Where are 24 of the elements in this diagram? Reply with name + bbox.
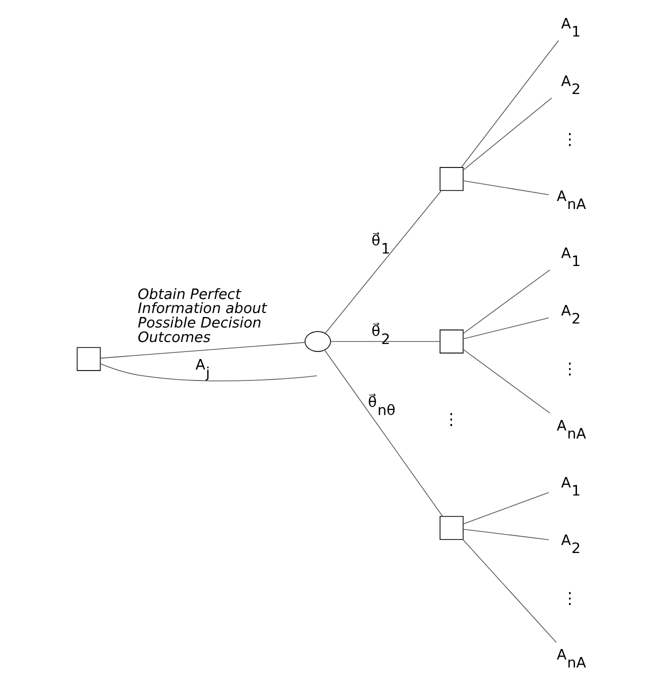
connector [462,180,550,196]
connector [462,528,550,540]
label: ⋮ [562,588,578,608]
connector [324,190,442,334]
connector [462,270,550,334]
node-box [76,347,101,371]
connector [330,341,440,342]
connector [462,318,550,340]
node-box [440,167,464,191]
connector [462,539,557,643]
connector [461,40,559,168]
edge-label: Obtain Perfect Information about Possible Decision Outcomes [138,286,267,346]
connector [100,363,318,382]
connector [462,98,552,171]
connector [100,342,306,359]
connector [462,349,550,414]
node-circle [304,331,331,352]
label: ⋮ [562,130,578,149]
label: ⋮ [562,359,578,378]
connector [462,492,550,524]
connector [324,350,443,517]
node-box [440,516,464,540]
label: ⋮ [443,409,460,428]
node-box [440,330,464,354]
